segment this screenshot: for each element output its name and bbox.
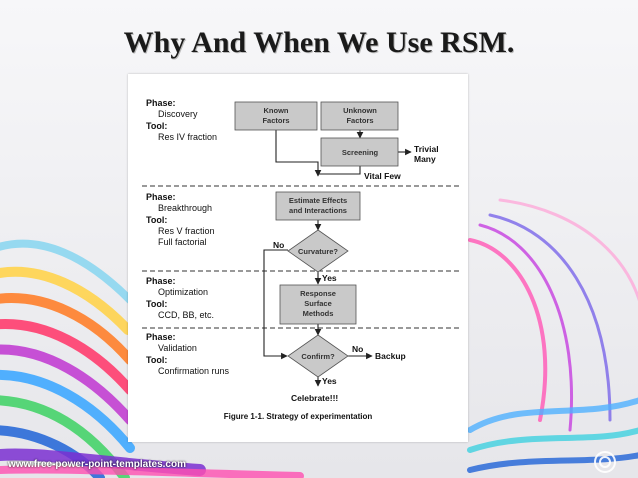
phase-name: Optimization [158,287,208,297]
box-known-factors: Known Factors [234,101,318,131]
tool-label: Tool: [146,299,167,309]
website-footer: www.free-power-point-templates.com [8,459,186,470]
phase-block-optimization: Phase: Optimization Tool: CCD, BB, etc. [146,276,214,320]
decision-text: Curvature? [298,247,338,256]
phase-block-breakthrough: Phase: Breakthrough Tool: Res V fraction… [146,192,215,247]
box-text: Response [300,289,336,298]
figure-panel: Phase: Discovery Tool: Res IV fraction P… [128,74,468,442]
box-screening: Screening [320,137,399,167]
decision-text: Confirm? [301,352,335,361]
box-estimate-effects: Estimate Effects and Interactions [275,191,361,221]
slide-title: Why And When We Use RSM. [123,26,515,59]
box-text: Factors [262,116,289,125]
many-label: Many [414,154,436,164]
screening-to-estimate-connector [318,166,361,175]
decision-confirm: Confirm? [287,334,349,378]
tool-label: Tool: [146,121,167,131]
trivial-label: Trivial [414,144,439,154]
phase-label: Phase: [146,276,176,286]
backup-label: Backup [375,351,406,361]
no-label-confirm: No [352,344,363,354]
known-to-estimate-arrow [275,130,322,177]
phase-name: Discovery [158,109,198,119]
box-text: and Interactions [289,206,347,215]
phase-label: Phase: [146,332,176,342]
tool-name: Res IV fraction [158,132,217,142]
box-text: Surface [304,299,332,308]
flow-connectors [263,130,412,387]
decision-curvature: Curvature? [287,229,349,273]
celebrate-label: Celebrate!!! [291,393,338,403]
tool-label: Tool: [146,215,167,225]
box-text: Methods [303,309,334,318]
box-text: Known [264,106,289,115]
edge-labels: Trivial Many Vital Few No Yes No Backup … [273,144,439,403]
left-swirl-decoration [0,239,304,478]
phase-label: Phase: [146,98,176,108]
box-text: Estimate Effects [289,196,347,205]
yes-label-confirm: Yes [322,376,337,386]
tool-name: Confirmation runs [158,366,230,376]
tool-name: CCD, BB, etc. [158,310,214,320]
box-text: Unknown [343,106,377,115]
phase-name: Validation [158,343,197,353]
box-unknown-factors: Unknown Factors [320,101,399,131]
phase-label: Phase: [146,192,176,202]
phase-block-discovery: Phase: Discovery Tool: Res IV fraction [146,98,217,142]
figure-caption: Figure 1-1. Strategy of experimentation [224,412,373,421]
right-swirl-decoration [467,198,638,473]
flowchart-diagram: Phase: Discovery Tool: Res IV fraction P… [142,98,460,421]
curvature-no-arrow [263,249,288,360]
tool-name: Res V fraction [158,226,215,236]
phase-name: Breakthrough [158,203,212,213]
phase-block-validation: Phase: Validation Tool: Confirmation run… [146,332,230,376]
tool-label: Tool: [146,355,167,365]
yes-label-curvature: Yes [322,273,337,283]
box-text: Screening [342,148,379,157]
phase-separators [142,185,460,329]
no-label-curvature: No [273,240,284,250]
tool-name: Full factorial [158,237,207,247]
box-response-surface-methods: Response Surface Methods [279,284,357,325]
vital-few-label: Vital Few [364,171,401,181]
box-text: Factors [346,116,373,125]
